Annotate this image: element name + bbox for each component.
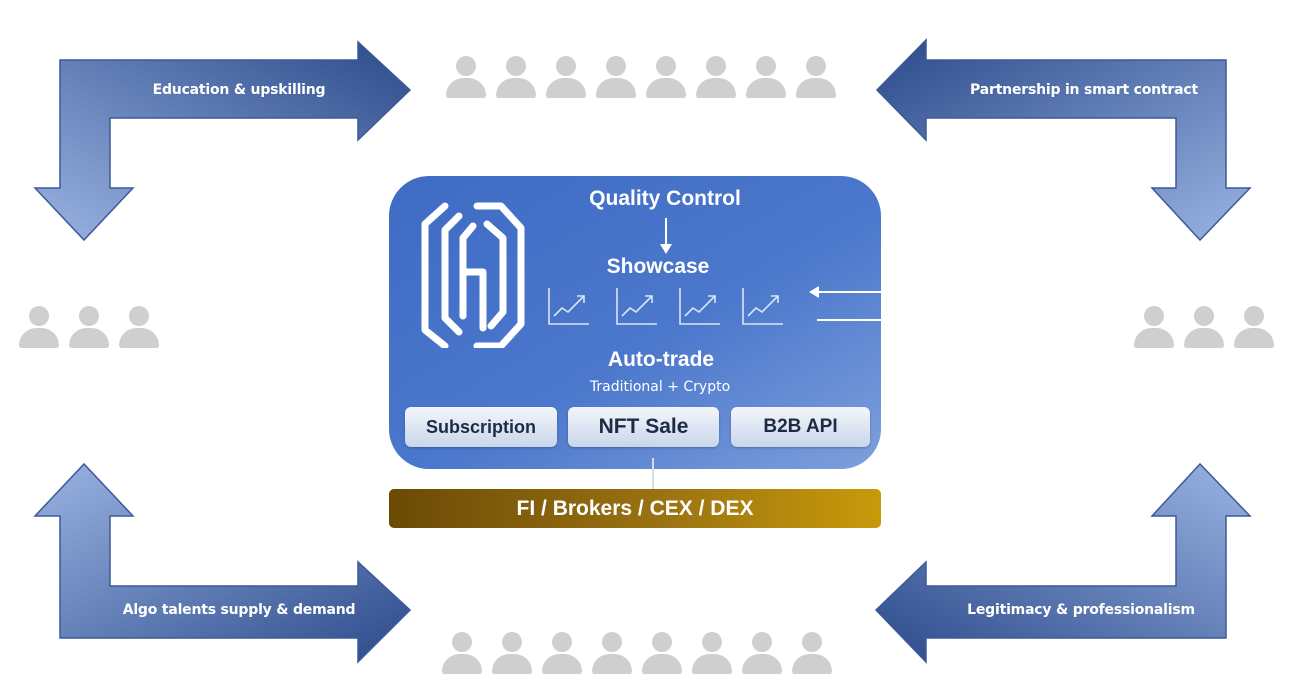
trend-chart-icon bbox=[548, 288, 589, 325]
people-group-top bbox=[446, 56, 836, 102]
people-group-bottom bbox=[442, 632, 832, 678]
person-icon bbox=[796, 56, 836, 102]
person-icon bbox=[642, 632, 682, 678]
platform-panel: Quality Control Showcase Auto-trade Trad… bbox=[389, 176, 881, 469]
person-icon bbox=[692, 632, 732, 678]
person-icon bbox=[446, 56, 486, 102]
person-icon bbox=[1234, 306, 1274, 352]
person-icon bbox=[646, 56, 686, 102]
arrow-top-left bbox=[33, 40, 412, 242]
arrow-down-icon bbox=[660, 218, 672, 254]
person-icon bbox=[496, 56, 536, 102]
showcase-label: Showcase bbox=[606, 255, 710, 278]
arrow-label-top-left: Education & upskilling bbox=[152, 82, 326, 98]
quality-control-label: Quality Control bbox=[589, 187, 741, 210]
nft-sale-button: NFT Sale bbox=[568, 407, 719, 447]
person-icon bbox=[792, 632, 832, 678]
auto-trade-sublabel: Traditional + Crypto bbox=[589, 379, 731, 395]
arrow-label-top-right: Partnership in smart contract bbox=[970, 82, 1198, 98]
person-icon bbox=[742, 632, 782, 678]
auto-trade-label: Auto-trade bbox=[607, 348, 715, 371]
b2b-api-button: B2B API bbox=[731, 407, 870, 447]
people-group-right bbox=[1134, 306, 1274, 352]
arrow-bottom-left bbox=[33, 462, 412, 664]
connector-line bbox=[652, 458, 654, 490]
person-icon bbox=[596, 56, 636, 102]
arrow-left-icon bbox=[809, 286, 881, 321]
arrow-bottom-right bbox=[874, 462, 1252, 664]
arrow-label-bottom-right: Legitimacy & professionalism bbox=[967, 602, 1195, 618]
person-icon bbox=[546, 56, 586, 102]
person-icon bbox=[119, 306, 159, 352]
person-icon bbox=[696, 56, 736, 102]
trend-chart-icon bbox=[679, 288, 720, 325]
trend-chart-icon bbox=[616, 288, 657, 325]
person-icon bbox=[542, 632, 582, 678]
person-icon bbox=[746, 56, 786, 102]
person-icon bbox=[69, 306, 109, 352]
arrow-top-right bbox=[875, 38, 1252, 242]
person-icon bbox=[492, 632, 532, 678]
trend-chart-icon bbox=[742, 288, 783, 325]
person-icon bbox=[1184, 306, 1224, 352]
subscription-button: Subscription bbox=[405, 407, 557, 447]
person-icon bbox=[1134, 306, 1174, 352]
person-icon bbox=[19, 306, 59, 352]
person-icon bbox=[442, 632, 482, 678]
people-group-left bbox=[19, 306, 159, 352]
logo-icon bbox=[421, 202, 525, 348]
person-icon bbox=[592, 632, 632, 678]
arrow-label-bottom-left: Algo talents supply & demand bbox=[122, 602, 356, 618]
exchange-bar: FI / Brokers / CEX / DEX bbox=[389, 489, 881, 528]
